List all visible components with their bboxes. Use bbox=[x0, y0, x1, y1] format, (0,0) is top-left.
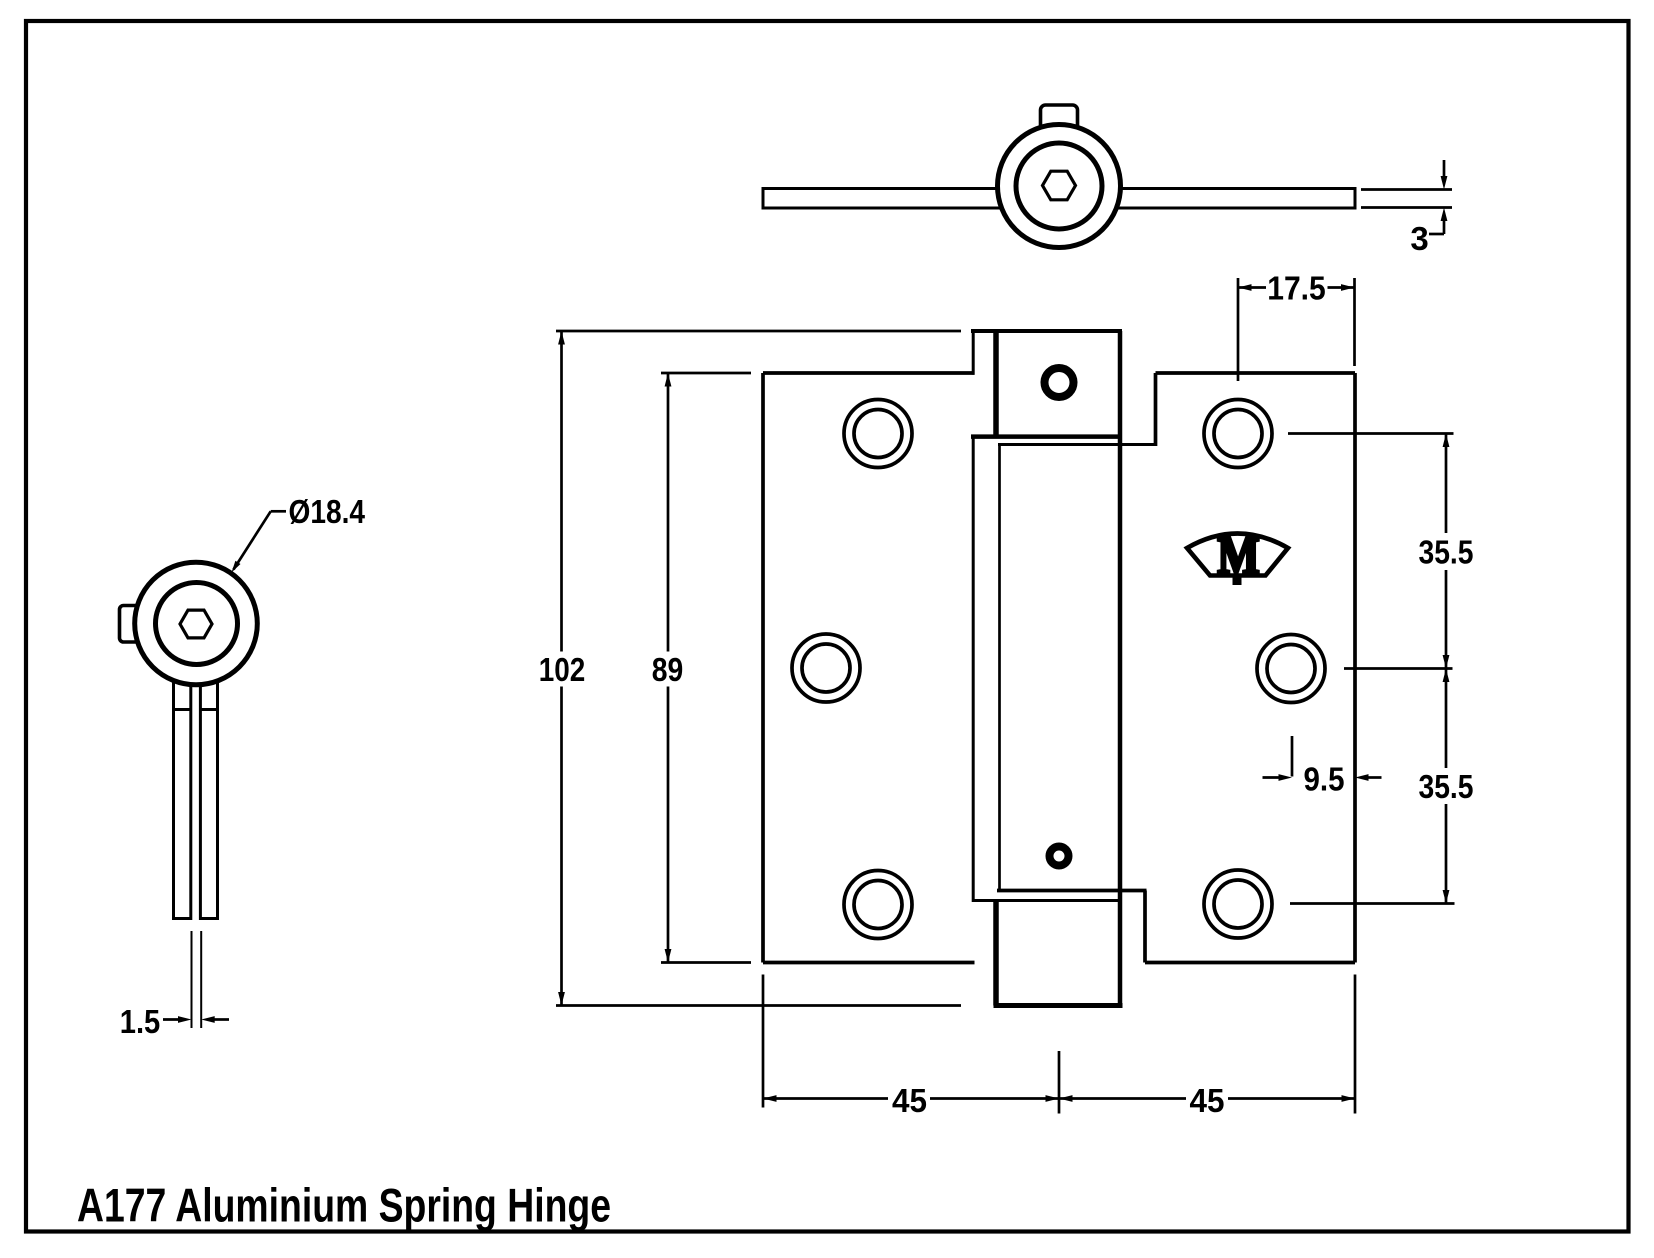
svg-text:Ø18.4: Ø18.4 bbox=[289, 493, 366, 530]
svg-text:17.5: 17.5 bbox=[1267, 270, 1326, 307]
svg-text:45: 45 bbox=[892, 1082, 927, 1119]
svg-text:A177 Aluminium Spring Hinge: A177 Aluminium Spring Hinge bbox=[77, 1180, 611, 1233]
svg-text:35.5: 35.5 bbox=[1419, 534, 1474, 571]
svg-text:35.5: 35.5 bbox=[1419, 768, 1474, 805]
svg-text:M: M bbox=[1218, 525, 1260, 585]
svg-text:3: 3 bbox=[1410, 220, 1428, 257]
svg-text:45: 45 bbox=[1190, 1082, 1225, 1119]
svg-text:102: 102 bbox=[539, 651, 586, 688]
svg-text:89: 89 bbox=[652, 651, 684, 688]
svg-text:1.5: 1.5 bbox=[120, 1003, 161, 1040]
svg-text:9.5: 9.5 bbox=[1304, 761, 1345, 798]
